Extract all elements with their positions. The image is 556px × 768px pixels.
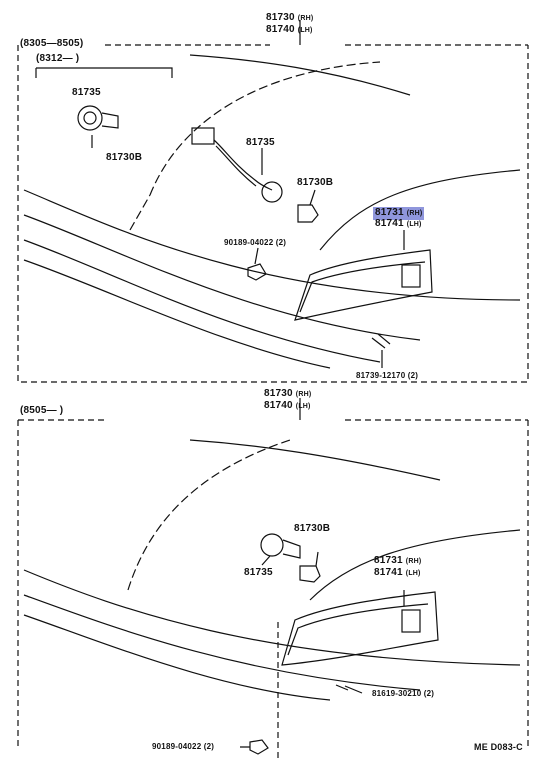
bottom-socket-part-number: 81735 (244, 567, 273, 578)
socket-b-part-number: 81735 (246, 137, 275, 148)
nut-part-number-top: 90189-04022 (2) (224, 238, 287, 247)
lamp-housing-top (294, 249, 433, 321)
top-section-range: (8305—8505) (20, 38, 84, 49)
top-section-frame (17, 45, 529, 383)
bottom-section-frame (17, 419, 529, 748)
lamp-lh-part-number: 81740 (LH) (266, 24, 313, 35)
nut-part-number-bottom: 90189-04022 (2) (152, 742, 215, 751)
bottom-lamp-lh-part-number: 81740 (LH) (264, 400, 311, 411)
bottom-lens-rh-part-number: 81731 (RH) (374, 555, 422, 566)
bulb-b-part-number: 81730B (297, 177, 334, 188)
lens-rh-part-number-highlighted[interactable]: 81731 (RH) (373, 207, 425, 220)
screw-part-number-top: 81739-12170 (2) (356, 371, 419, 380)
lamp-rh-part-number: 81730 (RH) (266, 12, 314, 23)
screw-part-number-bottom: 81619-30210 (2) (372, 689, 435, 698)
socket-bottom-shape (260, 533, 284, 557)
lamp-housing-bottom (281, 591, 439, 666)
socket-a-shape (77, 105, 103, 131)
bulb-a-part-number: 81730B (106, 152, 143, 163)
nut-shape-top (247, 263, 267, 281)
diagram-code: ME D083-C (474, 742, 523, 752)
bottom-lamp-rh-part-number: 81730 (RH) (264, 388, 312, 399)
socket-a-part-number: 81735 (72, 87, 101, 98)
bottom-section-range: (8505— ) (20, 405, 64, 416)
body-line (23, 189, 521, 301)
bottom-lens-lh-part-number: 81741 (LH) (374, 567, 421, 578)
subrange-bracket (35, 67, 173, 78)
top-subrange: (8312— ) (36, 53, 80, 64)
connector-shape (191, 127, 215, 145)
bottom-bulb-part-number: 81730B (294, 523, 331, 534)
lens-lh-part-number: 81741 (LH) (375, 218, 422, 229)
